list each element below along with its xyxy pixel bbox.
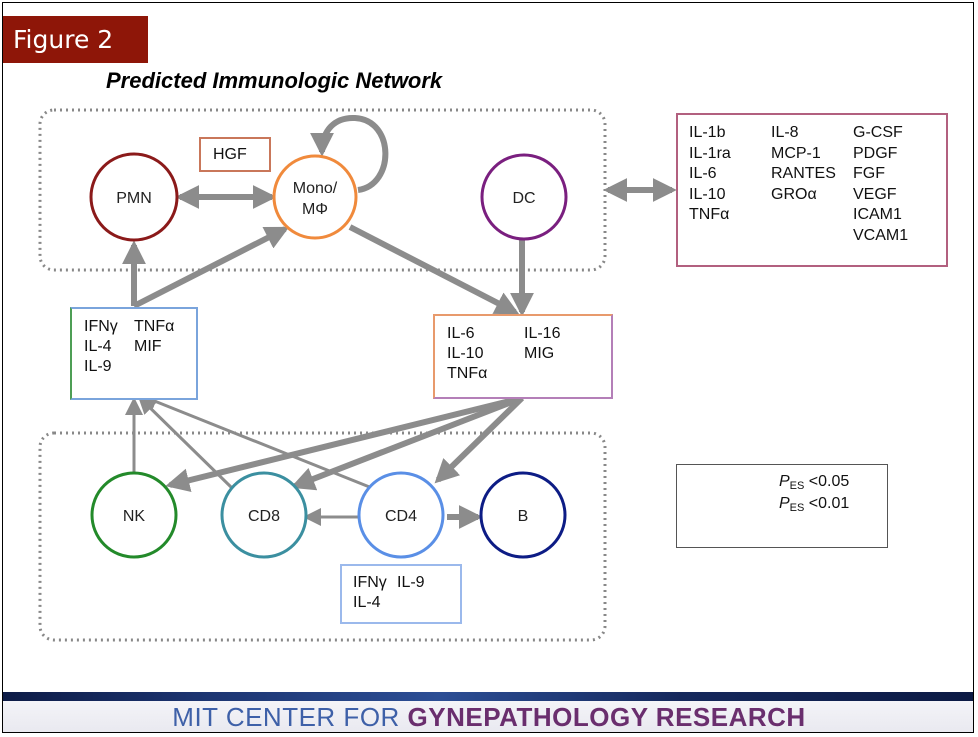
cytokine: IL-9 — [397, 574, 425, 591]
edge-mono-myelcyt — [348, 224, 520, 315]
cytokine: IL-9 — [84, 358, 112, 375]
edge-mono-self-loop — [310, 114, 389, 193]
factor: VEGF — [853, 185, 897, 203]
legend-sub: ES — [789, 502, 805, 514]
cytokine: MIF — [134, 338, 162, 355]
node-dc: DC — [480, 153, 568, 241]
b-circle — [479, 471, 567, 559]
factor: IL-6 — [689, 165, 717, 182]
cytokine: IL-4 — [84, 338, 112, 355]
mono-label-line1: Mono/ — [293, 180, 338, 197]
legend-symbol: P — [779, 473, 790, 490]
secreted-col-2: IL-8 MCP-1 RANTES GROα — [771, 123, 853, 246]
nk-circle — [90, 471, 178, 559]
factor: FGF — [853, 165, 885, 182]
factor: IL-10 — [689, 185, 726, 203]
dc-label: DC — [512, 190, 535, 207]
node-b: B — [479, 471, 567, 559]
edge-myelcyt-nk — [165, 395, 523, 493]
cd8-label: CD8 — [248, 508, 280, 525]
cd4-cytokines-box: IFNγ IL-9 IL-4 — [340, 564, 462, 624]
legend-item-p001: PES <0.01 — [779, 495, 849, 514]
factor: IL-1ra — [689, 144, 731, 162]
footer-banner: MIT CENTER FOR GYNEPATHOLOGY RESEARCH — [0, 702, 978, 733]
lymphoid-cytokines-box: IFNγ TNFα IL-4 MIF IL-9 — [70, 307, 198, 400]
pmn-circle — [89, 152, 179, 242]
cd8-circle — [220, 471, 308, 559]
hgf-label: HGF — [213, 146, 247, 163]
edge-cd4-lymphcyt — [139, 393, 373, 490]
factor: G-CSF — [853, 124, 903, 141]
factor: VCAM1 — [853, 226, 909, 244]
node-pmn: PMN — [89, 152, 179, 242]
legend-item-p005: PES <0.05 — [779, 473, 849, 492]
edge-lymphcyt-mono — [132, 226, 290, 309]
cytokine: IL-4 — [353, 594, 381, 611]
footer-band — [3, 692, 973, 701]
lymphoid-group — [38, 431, 607, 642]
cytokine: IFNγ — [353, 574, 387, 591]
legend-symbol: P — [779, 495, 790, 512]
legend-text: <0.05 — [804, 473, 850, 490]
pmn-label: PMN — [116, 190, 152, 207]
legend-text: <0.01 — [804, 495, 850, 512]
footer-background — [3, 701, 973, 732]
secreted-col-1: IL-1b IL-1ra IL-6 IL-10 TNFα — [689, 123, 771, 246]
cd4-circle — [357, 471, 445, 559]
node-mono: Mono/ MΦ — [272, 154, 358, 240]
footer-text-light: MIT CENTER FOR — [172, 702, 408, 732]
mono-circle — [272, 154, 358, 240]
hgf-box: HGF — [199, 137, 271, 172]
cd4-label: CD4 — [385, 508, 417, 525]
factor: IL-1b — [689, 124, 726, 141]
legend: PES <0.05 PES <0.01 — [676, 464, 888, 548]
node-cd8: CD8 — [220, 471, 308, 559]
node-nk: NK — [90, 471, 178, 559]
footer-text-bold: GYNEPATHOLOGY RESEARCH — [407, 702, 806, 732]
factor: ICAM1 — [853, 206, 902, 223]
diagram-title: Predicted Immunologic Network — [106, 68, 443, 93]
edge-cd8-lymphcyt — [137, 395, 234, 490]
cytokine: IL-10 — [447, 345, 484, 362]
node-cd4: CD4 — [357, 471, 445, 559]
cytokine: MIG — [524, 345, 555, 362]
myeloid-cytokines-box: IL-6 IL-16 IL-10 MIG TNFα — [433, 314, 613, 399]
secreted-factors-box: IL-1b IL-1ra IL-6 IL-10 TNFα IL-8 MCP-1 … — [676, 113, 948, 267]
cytokine: IL-16 — [524, 325, 561, 342]
factor: GROα — [771, 185, 817, 203]
factor: MCP-1 — [771, 144, 821, 162]
nk-label: NK — [123, 508, 146, 525]
factor: IL-8 — [771, 124, 799, 141]
edge-myelcyt-cd4 — [434, 395, 525, 484]
b-label: B — [518, 508, 529, 525]
cytokine: IFNγ — [84, 318, 118, 335]
cytokine: TNFα — [134, 318, 175, 335]
legend-sub: ES — [789, 480, 805, 492]
factor: PDGF — [853, 144, 898, 162]
factor: RANTES — [771, 165, 836, 182]
mono-label-line2: MΦ — [302, 201, 328, 218]
factor: TNFα — [689, 206, 730, 223]
dc-circle — [480, 153, 568, 241]
cytokine: IL-6 — [447, 325, 475, 342]
figure-label: Figure 2 — [3, 16, 148, 63]
cytokine: TNFα — [447, 365, 488, 382]
secreted-col-3: G-CSF PDGF FGF VEGF ICAM1 VCAM1 — [853, 123, 908, 246]
